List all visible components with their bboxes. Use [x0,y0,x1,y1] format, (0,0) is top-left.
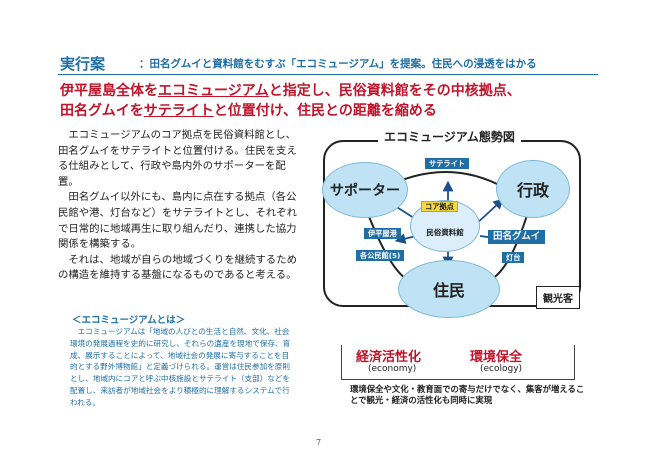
outcome-note: 環境保全や文化・教育面での寄与だけでなく、集客が増えることで観光・経済の活性化も… [350,384,585,405]
tourist-box: 観光客 [536,286,580,309]
ecomuseum-heading: ＜エコミュージアムとは＞ [72,315,186,326]
lead-underlined: エコミュージアム [158,83,269,99]
ecology-label: 環境保全 [470,350,523,365]
ring-left [367,213,409,281]
lead-line-2: 田名グムイをサテライトと位置付け、住民との距離を縮める [60,100,437,120]
gyosei-circle: 行政 [496,160,570,218]
page-title: 実行案 [60,55,106,73]
jumin-circle: 住民 [398,260,500,318]
ecology-en: (ecology) [480,364,523,374]
tana-gumui-tag: 田名グムイ [488,230,546,244]
ring-right [489,211,529,281]
title-underline [58,74,598,75]
lead-text: 伊平屋島全体を [60,83,158,99]
lead-text: と指定し、民俗資料館をその中核拠点、 [268,83,521,99]
ecomuseum-definition-text: エコミュージアムは「地域の人びとの生活と自然、文化、社会環境の発展過程を史的に研… [70,327,291,407]
outcome-bracket [341,345,575,380]
page-subtitle: ：田名グムイと資料館をむすぶ「エコミュージアム」を提案。住民への浸透をはかる [139,58,537,70]
lead-text: と位置付け、住民との距離を縮める [213,103,437,119]
satellite-tag: サテライト [425,158,469,170]
description-paragraph: 田名グムイ以外にも、島内に点在する拠点（各公民館や港、灯台など）をサテライトとし… [58,191,297,251]
core-label: 民俗資料館 [426,227,464,237]
todai-tag: 灯台 [502,252,525,264]
description: エコミュージアムのコア拠点を民俗資料館とし、田名グムイをサテライトと位置付ける。… [58,128,304,284]
core-tag: コア拠点 [421,201,458,213]
economy-label: 経済活性化 [356,350,422,365]
kominkan-tag: 各公民館(5) [356,250,405,262]
diagram-title: エコミュージアム態勢図 [378,128,521,145]
ihiya-port-tag: 伊平屋港 [364,228,401,240]
page-number: 7 [316,438,322,447]
economy-en: (economy) [368,364,417,374]
supporter-circle: サポーター [322,162,408,218]
description-paragraph: それは、地域が自らの地域づくりを継続するための構造を維持する基盤になるものである… [58,253,297,282]
description-paragraph: エコミュージアムのコア拠点を民俗資料館とし、田名グムイをサテライトと位置付ける。… [58,129,297,188]
lead-text: 田名グムイを [60,103,144,119]
lead-underlined: サテライト [143,103,214,119]
ecomuseum-definition: エコミュージアムは「地域の人びとの生活と自然、文化、社会環境の発展過程を史的に研… [70,326,296,409]
core-circle: 民俗資料館 [410,200,480,252]
lead-line-1: 伊平屋島全体をエコミュージアムと指定し、民俗資料館をその中核拠点、 [60,80,521,100]
